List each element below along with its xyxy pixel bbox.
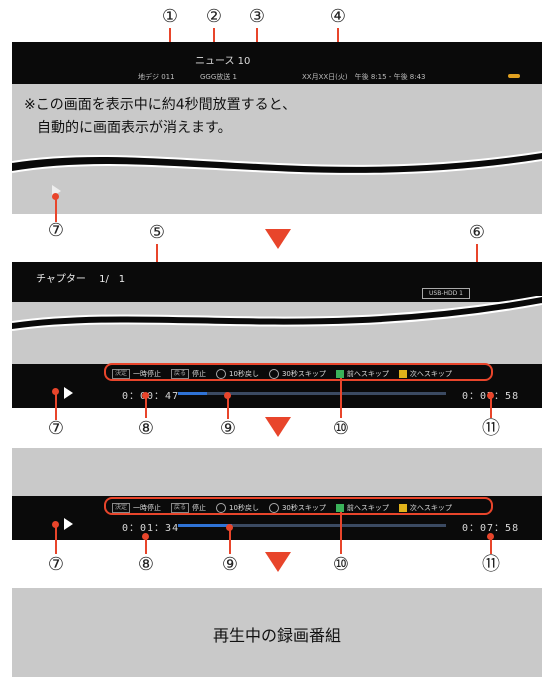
key-enter: 決定 — [112, 369, 131, 379]
leader-11a — [490, 394, 492, 418]
marker-8b: ⑧ — [137, 554, 155, 575]
rewind-icon — [216, 369, 227, 379]
marker-4: ④ — [329, 6, 347, 27]
marker-10a: ⑩ — [332, 418, 350, 439]
ctrl-rewind-label: 10秒戻し — [229, 370, 259, 378]
ctrl-pause-label: 一時停止 — [133, 504, 162, 512]
progress-track — [178, 392, 446, 395]
leader-11a-dot — [487, 392, 494, 399]
leader-7a — [55, 196, 57, 222]
recorded-program-caption: 再生中の録画番組 — [212, 626, 341, 645]
leader-11b — [490, 536, 492, 554]
play-indicator-faded-icon — [52, 185, 61, 197]
marker-5: ⑤ — [148, 222, 166, 243]
screen2-wave — [12, 296, 542, 331]
broadcast-datetime: XX月XX日(火) 午後 8:15 - 午後 8:43 — [302, 73, 426, 81]
marker-2: ② — [205, 6, 223, 27]
leader-7a-dot — [52, 193, 59, 200]
leader-7c — [55, 524, 57, 554]
leader-7c-dot — [52, 521, 59, 528]
station-name: GGG放送 1 — [200, 73, 237, 81]
skip-icon — [268, 503, 279, 513]
marker-9a: ⑨ — [219, 418, 237, 439]
time-total: 0：07：58 — [462, 523, 520, 534]
leader-8b-dot — [142, 533, 149, 540]
leader-7b — [55, 390, 57, 420]
marker-11a: ⑪ — [482, 418, 500, 439]
ctrl-stop-label: 停止 — [192, 370, 207, 378]
ctrl-skip-label: 30秒スキップ — [281, 504, 326, 512]
time-current: 0：00：47 — [122, 391, 180, 402]
green-button-icon — [335, 504, 344, 512]
down-arrow-3-icon — [265, 552, 291, 572]
screen3-video — [12, 448, 542, 496]
leader-8a — [145, 394, 147, 418]
broadcaster-logo-icon — [508, 74, 520, 78]
ctrl-prev-label: 前へスキップ — [346, 370, 389, 378]
ctrl-next-label: 次へスキップ — [409, 504, 452, 512]
program-title: ニュース 10 — [195, 56, 251, 67]
controls-highlight-frame-2 — [104, 497, 493, 515]
device-badge: USB-HDD 1 — [422, 288, 470, 299]
note-line-1: ※この画面を表示中に約4秒間放置すると、 — [24, 97, 297, 113]
info-banner — [12, 42, 542, 84]
green-button-icon — [335, 370, 344, 378]
leader-10b — [340, 512, 342, 554]
ctrl-skip-label: 30秒スキップ — [281, 370, 326, 378]
leader-11b-dot — [487, 533, 494, 540]
ctrl-prev-label: 前へスキップ — [346, 504, 389, 512]
ctrl-rewind-label: 10秒戻し — [229, 504, 259, 512]
channel-type: 地デジ 011 — [138, 73, 175, 81]
rewind-icon — [216, 503, 227, 513]
leader-8a-dot — [142, 392, 149, 399]
yellow-button-icon — [398, 370, 407, 378]
key-enter: 決定 — [112, 503, 131, 513]
leader-8b — [145, 536, 147, 554]
key-back: 戻る — [171, 503, 190, 513]
skip-icon — [268, 369, 279, 379]
marker-9b: ⑨ — [221, 554, 239, 575]
leader-9a-dot — [224, 392, 231, 399]
marker-10b: ⑩ — [332, 554, 350, 575]
leader-2 — [213, 28, 215, 44]
chapter-banner — [12, 262, 542, 302]
key-back: 戻る — [171, 369, 190, 379]
screen1-wave — [12, 151, 542, 175]
marker-3: ③ — [248, 6, 266, 27]
play-icon — [64, 518, 73, 530]
leader-9b-dot — [226, 524, 233, 531]
leader-10a — [340, 378, 342, 418]
marker-1: ① — [161, 6, 179, 27]
controls-highlight-frame-1 — [104, 363, 493, 381]
progress-fill — [178, 392, 207, 395]
ctrl-pause-label: 一時停止 — [133, 370, 162, 378]
down-arrow-2-icon — [265, 417, 291, 437]
progress-fill — [178, 524, 232, 527]
screen2-controls: 決定一時停止 戻る停止 10秒戻し 30秒スキップ 前へスキップ 次へスキップ — [112, 369, 452, 379]
screen3-controls: 決定一時停止 戻る停止 10秒戻し 30秒スキップ 前へスキップ 次へスキップ — [112, 503, 452, 513]
screen1-video — [12, 84, 542, 214]
leader-7b-dot — [52, 388, 59, 395]
ctrl-next-label: 次へスキップ — [409, 370, 452, 378]
progress-track — [178, 524, 446, 527]
recorded-program-panel — [12, 588, 542, 677]
note-line-2: 自動的に画面表示が消えます。 — [37, 120, 232, 136]
leader-9a — [227, 395, 229, 419]
marker-7c: ⑦ — [47, 554, 65, 575]
play-icon — [64, 387, 73, 399]
marker-11b: ⑪ — [482, 554, 500, 575]
leader-5 — [156, 244, 158, 268]
chapter-counter: チャプター 1/ 1 — [36, 274, 126, 285]
down-arrow-1-icon — [265, 229, 291, 249]
marker-8a: ⑧ — [137, 418, 155, 439]
marker-7b: ⑦ — [47, 418, 65, 439]
leader-9b — [229, 528, 231, 554]
yellow-button-icon — [398, 504, 407, 512]
time-current: 0：01：34 — [122, 523, 180, 534]
marker-7a: ⑦ — [47, 220, 65, 241]
ctrl-stop-label: 停止 — [192, 504, 207, 512]
marker-6: ⑥ — [468, 222, 486, 243]
